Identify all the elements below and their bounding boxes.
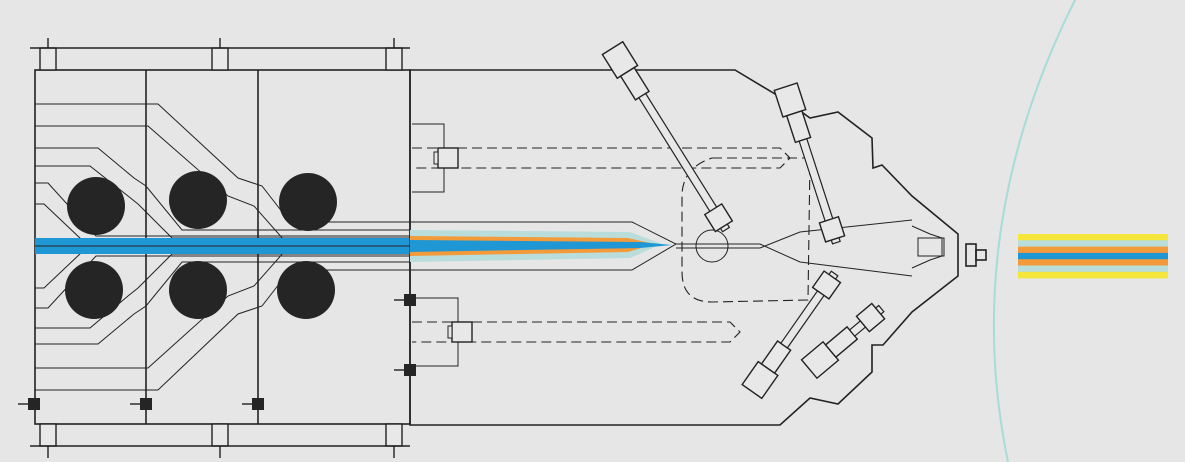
set-screw [140,398,152,410]
heater-cartridge [67,177,125,235]
bolt-nut [818,215,846,243]
die-core-layer [410,240,672,252]
bolt-nut [703,202,734,233]
set-screw [404,364,416,376]
set-screw [404,294,416,306]
output-film-layers [1018,234,1168,279]
bolt-washer [433,151,439,165]
tie-rod-nut-top [39,47,57,71]
film-layer [1018,234,1168,241]
film-layer [1018,259,1168,266]
manifold-cavity [695,229,729,263]
die-lip-exit [917,237,945,257]
side-screws [18,294,416,410]
heaters [65,171,337,319]
clamp-bolts [412,123,473,367]
set-screw [252,398,264,410]
bolt-head [437,147,459,169]
heater-cartridge [279,173,337,231]
heater-cartridge [277,261,335,319]
adjusting-bolt [800,302,886,380]
melt-streams [35,103,410,391]
tie-rod-nut-bottom [211,423,229,447]
film-layer [1018,265,1168,273]
adjusting-bolt [741,270,842,400]
film-layer [1018,271,1168,279]
bolt-nut [855,302,886,333]
bolt-shank [798,137,841,245]
enlarged-view-arc [992,0,1076,462]
tie-rod-nut-top [211,47,229,71]
die-layer-stack [409,221,678,271]
bolt-shank [638,92,731,233]
bolt-washer [447,325,453,339]
tie-rod-nut-top [385,47,403,71]
die-lip-channel [911,225,943,269]
heater-cartridge [169,261,227,319]
heater-cartridge [169,171,227,229]
film-layer [1018,252,1168,260]
middle-layer-stream [35,147,410,345]
manifold-channel [681,157,811,303]
adjusting-bolt [773,82,846,245]
tie-rods [30,38,410,458]
bolt-bores [412,147,791,343]
bolt-counterbore [412,123,445,193]
lip-adjusting-bolts [601,40,886,400]
set-screw [28,398,40,410]
film-layer [1018,246,1168,254]
inner-layer-stream [35,182,410,309]
tie-rod-nut-bottom [39,423,57,447]
bolt-nut [811,270,842,300]
die-flow-channel [676,219,913,277]
exit-fitting [965,243,987,267]
tie-rod-nut-bottom [385,423,403,447]
heater-cartridge [65,261,123,319]
die-body [409,69,959,426]
bolt-head [451,321,473,343]
adjusting-bolt [601,40,734,233]
bolt-counterbore [412,297,459,367]
film-layer [1018,240,1168,247]
